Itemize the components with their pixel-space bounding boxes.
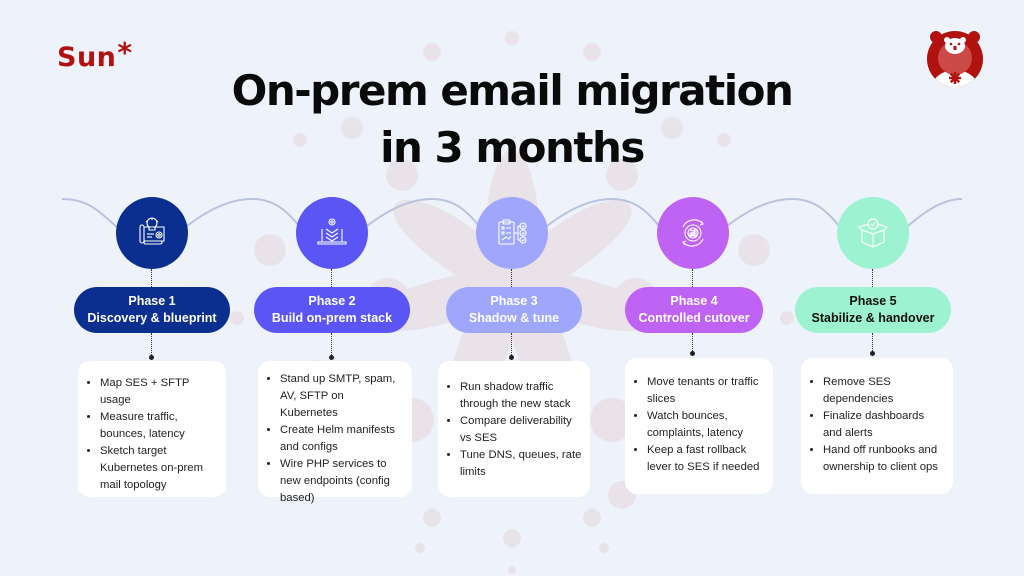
- list-item: Tune DNS, queues, rate limits: [460, 447, 582, 481]
- phase-4-pill: Phase 4 Controlled cutover: [625, 287, 763, 333]
- phase-3-card: Run shadow traffic through the new stack…: [438, 361, 590, 497]
- phase-4: Phase 4 Controlled cutover Move tenants …: [603, 0, 783, 576]
- phase-2-icon-circle: [296, 197, 368, 269]
- phase-name: Controlled cutover: [638, 311, 750, 325]
- phase-label: Phase 5: [849, 294, 897, 308]
- phase-2: Phase 2 Build on-prem stack Stand up SMT…: [242, 0, 422, 576]
- gear-chart-cycle-icon: [682, 219, 704, 247]
- list-item: Wire PHP services to new endpoints (conf…: [280, 456, 404, 507]
- blueprint-lightbulb-gear-icon: [139, 217, 165, 245]
- connector-line: [872, 269, 873, 287]
- phase-4-card: Move tenants or traffic slices Watch bou…: [625, 358, 773, 494]
- list-item: Remove SES dependencies: [823, 374, 945, 408]
- list-item: Finalize dashboards and alerts: [823, 408, 945, 442]
- connector-line: [692, 333, 693, 353]
- connector-line: [872, 333, 873, 353]
- clipboard-checklist-icon: [498, 219, 527, 245]
- phase-3-icon-circle: [476, 197, 548, 269]
- connector-dot: [690, 351, 695, 356]
- list-item: Watch bounces, complaints, latency: [647, 408, 765, 442]
- phase-1: Phase 1 Discovery & blueprint Map SES + …: [62, 0, 242, 576]
- connector-line: [151, 333, 152, 357]
- list-item: Stand up SMTP, spam, AV, SFTP on Kuberne…: [280, 371, 404, 422]
- phase-5: Phase 5 Stabilize & handover Remove SES …: [783, 0, 963, 576]
- list-item: Sketch target Kubernetes on-prem mail to…: [100, 443, 218, 494]
- phase-4-icon-circle: [657, 197, 729, 269]
- laptop-layers-gear-icon: [317, 218, 347, 245]
- phase-3-pill: Phase 3 Shadow & tune: [446, 287, 582, 333]
- phase-label: Phase 1: [128, 294, 176, 308]
- list-item: Run shadow traffic through the new stack: [460, 379, 582, 413]
- phase-5-card: Remove SES dependencies Finalize dashboa…: [801, 358, 953, 494]
- phase-label: Phase 3: [490, 294, 538, 308]
- phase-name: Stabilize & handover: [811, 311, 935, 325]
- phase-1-card: Map SES + SFTP usage Measure traffic, bo…: [78, 361, 226, 497]
- bear-logo-icon: [927, 31, 983, 87]
- logo-text: Sun: [57, 42, 117, 73]
- connector-line: [511, 333, 512, 357]
- logo-star: *: [117, 36, 133, 69]
- connector-dot: [149, 355, 154, 360]
- phase-name: Shadow & tune: [468, 311, 560, 325]
- connector-dot: [509, 355, 514, 360]
- connector-line: [151, 269, 152, 287]
- phase-2-pill: Phase 2 Build on-prem stack: [254, 287, 410, 333]
- phase-1-pill: Phase 1 Discovery & blueprint: [74, 287, 230, 333]
- list-item: Measure traffic, bounces, latency: [100, 409, 218, 443]
- list-item: Compare deliverability vs SES: [460, 413, 582, 447]
- phase-5-icon-circle: [837, 197, 909, 269]
- title-line-1: On-prem email migration: [231, 66, 794, 115]
- phase-5-pill: Phase 5 Stabilize & handover: [795, 287, 951, 333]
- title-line-2: in 3 months: [380, 123, 645, 172]
- connector-dot: [329, 355, 334, 360]
- connector-dot: [870, 351, 875, 356]
- connector-line: [331, 269, 332, 287]
- list-item: Keep a fast rollback lever to SES if nee…: [647, 442, 765, 476]
- connector-line: [331, 333, 332, 357]
- list-item: Hand off runbooks and ownership to clien…: [823, 442, 945, 476]
- phase-label: Phase 2: [308, 294, 356, 308]
- phase-3: Phase 3 Shadow & tune Run shadow traffic…: [422, 0, 602, 576]
- list-item: Create Helm manifests and configs: [280, 422, 404, 456]
- list-item: Map SES + SFTP usage: [100, 375, 218, 409]
- phase-1-icon-circle: [116, 197, 188, 269]
- page-title: On-prem email migration in 3 months: [0, 62, 1024, 176]
- box-checkmark-icon: [857, 218, 889, 248]
- phase-name: Build on-prem stack: [271, 311, 393, 325]
- connector-line: [692, 269, 693, 287]
- phase-name: Discovery & blueprint: [87, 311, 217, 325]
- phase-2-card: Stand up SMTP, spam, AV, SFTP on Kuberne…: [258, 361, 412, 504]
- connector-line: [511, 269, 512, 287]
- sun-logo: Sun*: [57, 36, 133, 73]
- phase-label: Phase 4: [670, 294, 718, 308]
- list-item: Move tenants or traffic slices: [647, 374, 765, 408]
